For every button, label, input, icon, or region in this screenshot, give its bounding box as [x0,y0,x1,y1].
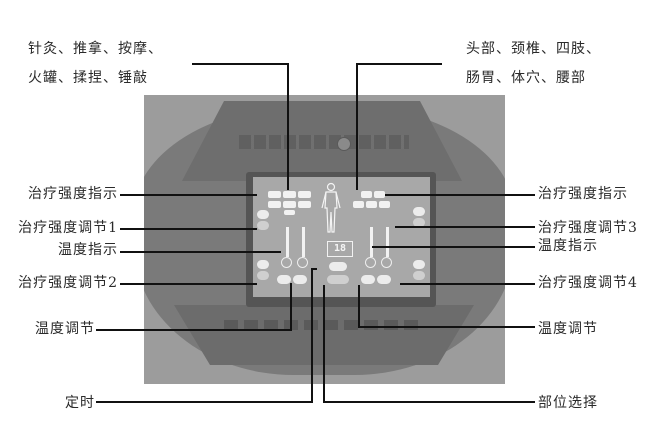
leader-line [372,246,535,248]
leader-line [96,401,313,403]
part-chip-neck[interactable] [374,191,385,198]
leader-line [356,63,358,190]
leader-line [400,283,535,285]
label-left-intensity-indicator: 治疗强度指示 [28,186,118,202]
temperature-bar-right-2 [386,227,389,257]
device-brand-text [239,135,409,149]
leader-line [120,251,281,253]
label-left-temperature-adjust: 温度调节 [35,321,95,337]
position-select-button[interactable] [327,275,349,284]
intensity-adjust-3-button[interactable] [413,218,425,227]
label-intensity-adjust-3: 治疗强度调节3 [538,220,638,236]
leader-line [290,283,292,331]
human-body-figure-icon [321,182,341,233]
thermometer-bulb-icon [381,257,392,268]
label-right-temperature-indicator: 温度指示 [538,238,598,254]
timer-display: 18 [327,241,353,257]
leader-line [120,194,257,196]
mode-chip-massage[interactable] [298,191,311,198]
leader-line [120,283,257,285]
part-chip-waist[interactable] [379,201,390,208]
intensity-upper-right-4 [413,260,425,269]
intensity-adjust-4-button[interactable] [413,271,425,280]
timer-button[interactable] [329,262,347,271]
thermometer-bulb-icon [365,257,376,268]
part-chip-stomach[interactable] [366,201,377,208]
mode-chip-acupuncture[interactable] [268,191,281,198]
lcd-screen: 18 [253,177,430,297]
leader-line [287,63,289,190]
label-intensity-adjust-2: 治疗强度调节2 [18,275,118,291]
mode-chip-kneading[interactable] [283,201,296,208]
leader-line [358,285,360,328]
leader-line [311,268,313,403]
leader-line [395,226,535,228]
temperature-adjust-right-plus[interactable] [377,275,391,284]
label-body-parts-line2: 肠胃、体穴、腰部 [466,70,586,86]
leader-line [385,194,535,196]
label-right-intensity-indicator: 治疗强度指示 [538,186,628,202]
leader-line [358,326,535,328]
label-left-temperature-indicator: 温度指示 [58,242,118,258]
thermometer-bulb-icon [281,257,292,268]
device-photo: 18 [144,95,505,384]
leader-line [323,401,535,403]
intensity-adjust-2-button[interactable] [257,271,269,280]
label-intensity-adjust-1: 治疗强度调节1 [18,220,118,236]
part-chip-limbs[interactable] [353,201,364,208]
intensity-upper-left-2 [257,260,269,269]
temperature-adjust-right-minus[interactable] [361,275,375,284]
label-position-select: 部位选择 [538,395,598,411]
leader-line [120,228,257,230]
intensity-adjust-1-button[interactable] [257,221,269,230]
intensity-indicator-right [413,207,425,216]
temperature-adjust-left-plus[interactable] [293,275,307,284]
temperature-bar-left-1 [286,227,289,257]
temperature-adjust-left-minus[interactable] [277,275,291,284]
leader-line [192,63,289,65]
intensity-indicator-left [257,210,269,219]
label-treatment-modes-line1: 针灸、推拿、按摩、 [28,41,163,57]
leader-line [96,329,292,331]
leader-line [311,268,317,270]
label-timer: 定时 [65,395,95,411]
label-body-parts-line1: 头部、颈椎、四肢、 [466,41,601,57]
leader-line [323,285,325,403]
label-right-temperature-adjust: 温度调节 [538,321,598,337]
temperature-bar-left-2 [302,227,305,257]
label-treatment-modes-line2: 火罐、揉捏、锤敲 [28,70,148,86]
temperature-bar-right-1 [370,227,373,257]
mode-chip-tuina[interactable] [283,191,296,198]
mode-chip-cupping[interactable] [268,201,281,208]
mode-chip-extra[interactable] [284,210,295,215]
label-intensity-adjust-4: 治疗强度调节4 [538,275,638,291]
thermometer-bulb-icon [297,257,308,268]
part-chip-head[interactable] [361,191,372,198]
mode-chip-hammering[interactable] [298,201,311,208]
leader-line [356,63,442,65]
logo-icon [337,137,351,151]
